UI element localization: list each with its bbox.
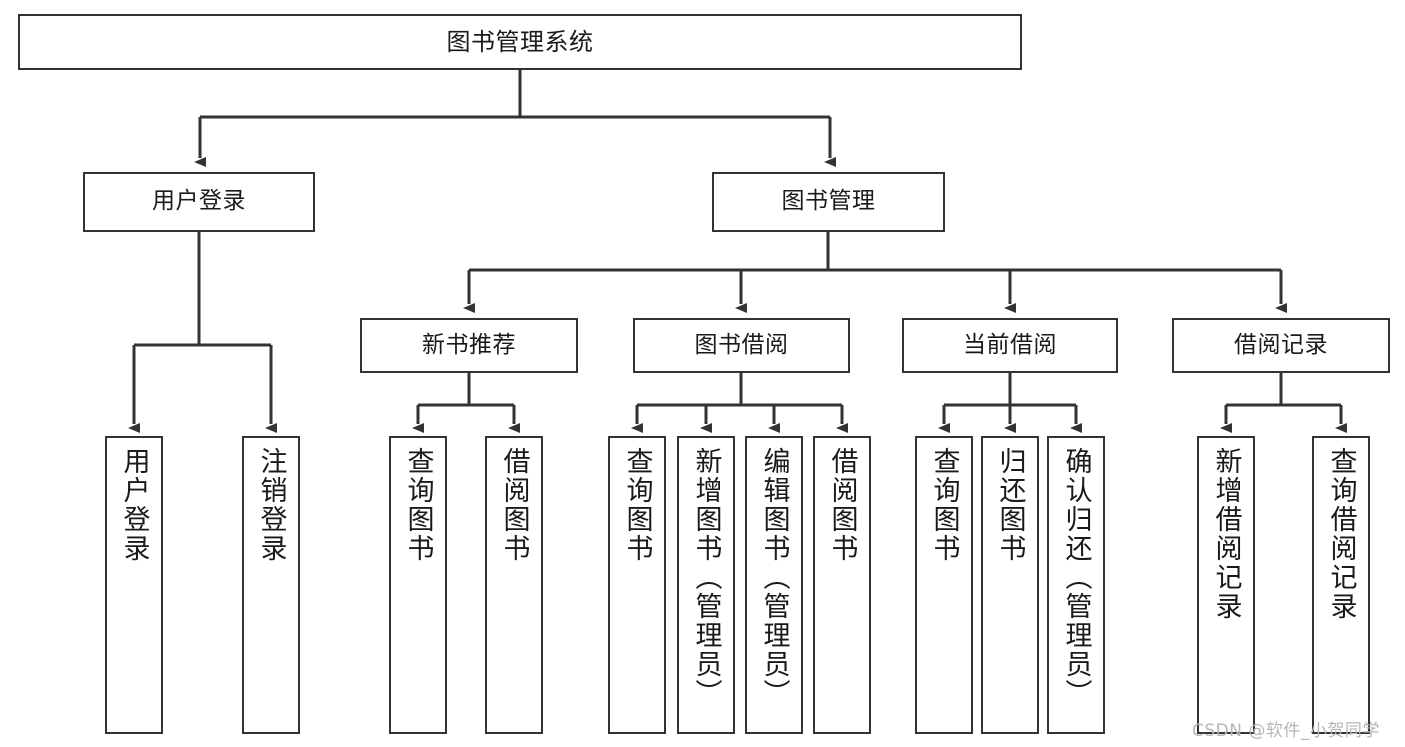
node-leaf-return-book-label: 归还图书 [994,447,1026,563]
node-book-manage[interactable]: 图书管理 [712,172,945,232]
node-leaf-query-record[interactable]: 查询借阅记录 [1312,436,1370,734]
node-leaf-edit-book-label: 编辑图书（管理员） [758,447,790,708]
node-borrow-record[interactable]: 借阅记录 [1172,318,1390,373]
node-leaf-query-book-3[interactable]: 查询图书 [915,436,973,734]
node-current-borrow[interactable]: 当前借阅 [902,318,1118,373]
node-leaf-borrow-book-2-label: 借阅图书 [826,447,858,563]
node-leaf-query-record-label: 查询借阅记录 [1325,447,1357,621]
node-leaf-add-book-label: 新增图书（管理员） [690,447,722,708]
node-leaf-logout[interactable]: 注销登录 [242,436,300,734]
node-leaf-borrow-book-1[interactable]: 借阅图书 [485,436,543,734]
node-book-borrow[interactable]: 图书借阅 [633,318,850,373]
node-borrow-record-label: 借阅记录 [1234,331,1328,358]
node-leaf-add-record[interactable]: 新增借阅记录 [1197,436,1255,734]
node-leaf-borrow-book-1-label: 借阅图书 [498,447,530,563]
node-leaf-query-book-1-label: 查询图书 [402,447,434,563]
node-leaf-query-book-1[interactable]: 查询图书 [389,436,447,734]
node-new-book-rec-label: 新书推荐 [422,331,516,358]
node-leaf-confirm-return-label: 确认归还（管理员） [1060,447,1092,708]
node-leaf-return-book[interactable]: 归还图书 [981,436,1039,734]
node-root-label: 图书管理系统 [446,27,594,56]
node-leaf-confirm-return[interactable]: 确认归还（管理员） [1047,436,1105,734]
node-leaf-logout-label: 注销登录 [255,447,287,563]
node-leaf-query-book-3-label: 查询图书 [928,447,960,563]
node-book-borrow-label: 图书借阅 [694,331,789,358]
node-new-book-rec[interactable]: 新书推荐 [360,318,578,373]
node-user-login-label: 用户登录 [152,188,246,215]
node-book-manage-label: 图书管理 [781,188,876,215]
node-leaf-borrow-book-2[interactable]: 借阅图书 [813,436,871,734]
node-leaf-add-book[interactable]: 新增图书（管理员） [677,436,735,734]
node-leaf-query-book-2-label: 查询图书 [621,447,653,563]
node-leaf-add-record-label: 新增借阅记录 [1210,447,1242,621]
node-leaf-user-login[interactable]: 用户登录 [105,436,163,734]
node-root[interactable]: 图书管理系统 [18,14,1022,70]
node-leaf-query-book-2[interactable]: 查询图书 [608,436,666,734]
node-leaf-user-login-label: 用户登录 [118,447,150,563]
node-leaf-edit-book[interactable]: 编辑图书（管理员） [745,436,803,734]
node-current-borrow-label: 当前借阅 [963,331,1057,358]
node-user-login[interactable]: 用户登录 [83,172,315,232]
watermark: CSDN @软件_小贺同学 [1192,721,1380,741]
